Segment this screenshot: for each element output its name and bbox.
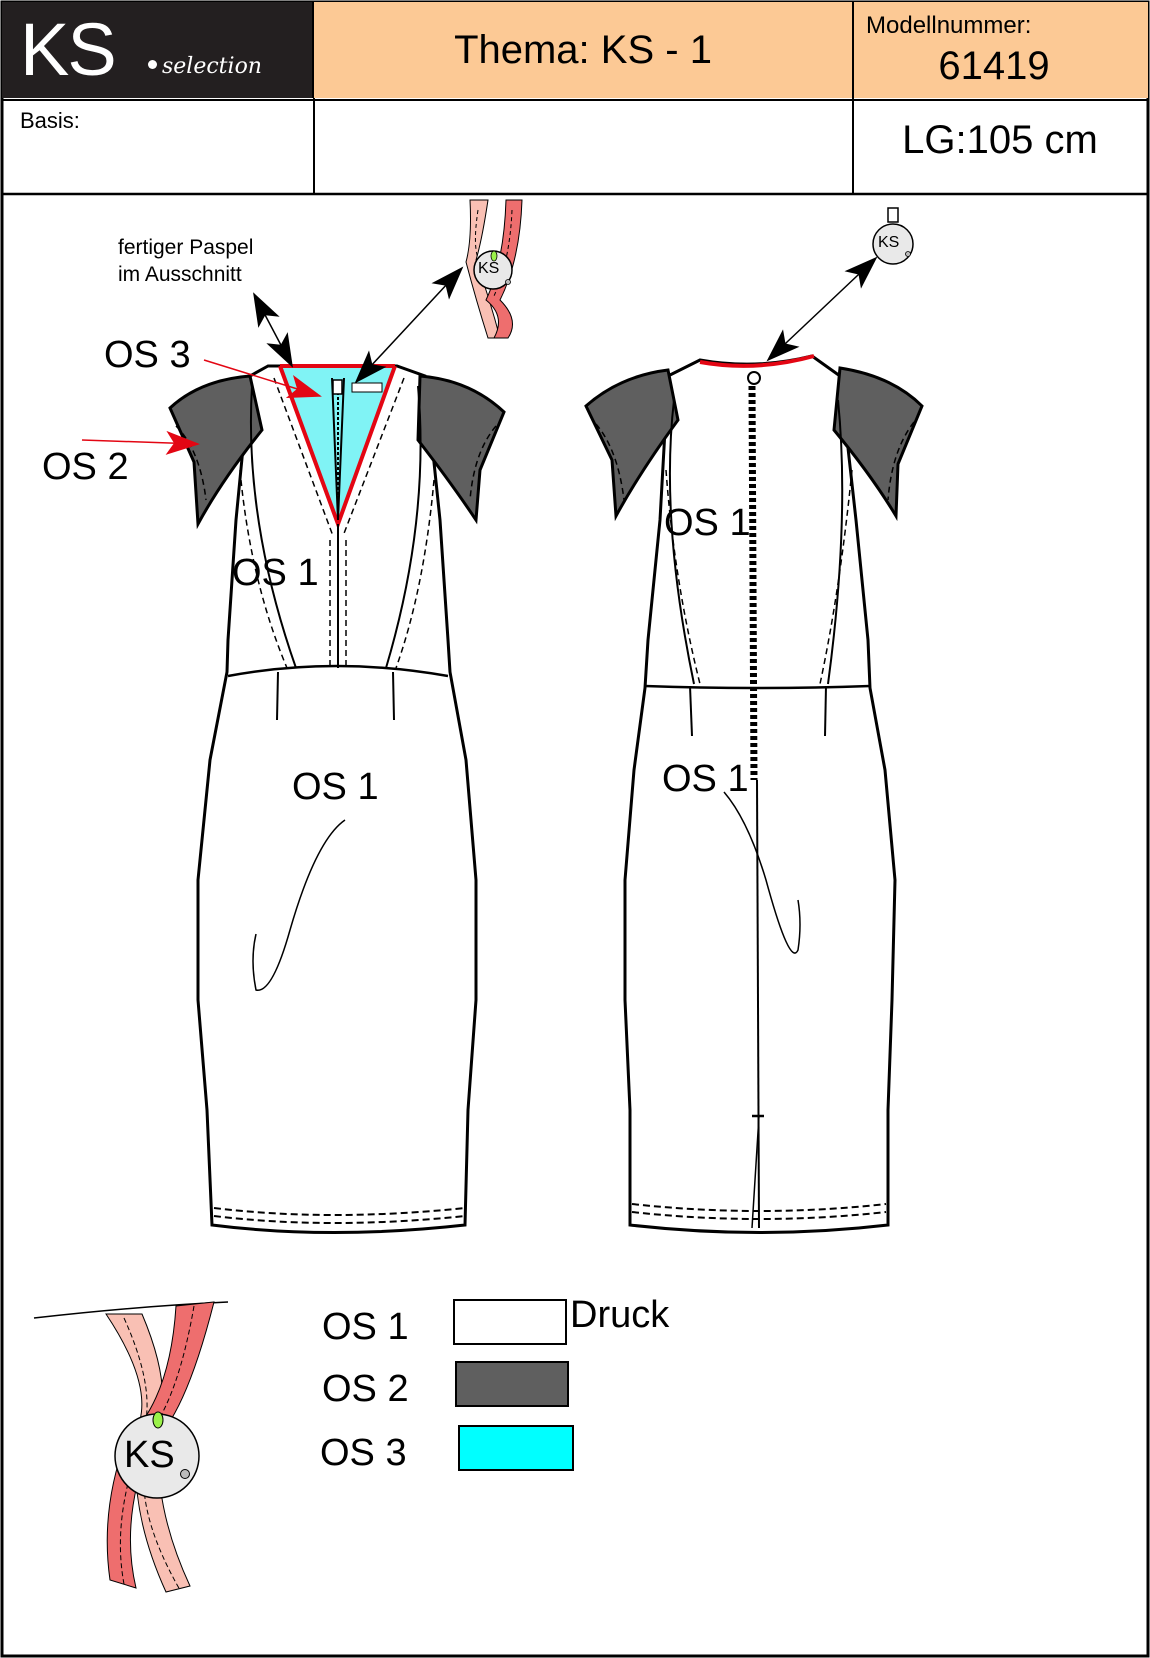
piping-note: fertiger Paspel im Ausschnitt xyxy=(118,234,253,288)
piping-note-line2: im Ausschnitt xyxy=(118,263,242,286)
tag-text-small: KS xyxy=(478,260,500,277)
label-front-os1-bodice: OS 1 xyxy=(232,552,319,594)
label-front-os2: OS 2 xyxy=(42,446,129,488)
legend-label-os3: OS 3 xyxy=(320,1432,407,1474)
front-dress xyxy=(168,364,506,1234)
length-value: LG:105 cm xyxy=(902,118,1098,162)
piping-note-line1: fertiger Paspel xyxy=(118,236,254,259)
model-label: Modellnummer: xyxy=(866,12,1032,39)
swatch-os1 xyxy=(453,1299,567,1345)
brand-logo: KS selection xyxy=(2,2,314,98)
tag-text-large: KS xyxy=(124,1434,175,1476)
logo-selection-text: selection xyxy=(162,54,262,79)
ribbon-tag-large xyxy=(33,1301,229,1593)
tag-text-back: KS xyxy=(878,234,900,251)
legend-note-os1: Druck xyxy=(570,1294,670,1336)
logo-dot xyxy=(148,60,157,69)
theme-title: Thema: KS - 1 xyxy=(314,2,854,98)
ribbon-tag-small xyxy=(465,199,523,339)
back-dress xyxy=(584,354,924,1234)
model-box: Modellnummer: 61419 xyxy=(854,2,1148,98)
label-back-os1-bodice: OS 1 xyxy=(664,502,751,544)
model-number: 61419 xyxy=(938,44,1050,88)
label-front-os3: OS 3 xyxy=(104,334,191,376)
label-back-os1-skirt: OS 1 xyxy=(662,758,749,800)
legend-label-os1: OS 1 xyxy=(322,1306,409,1348)
annotation-arrows xyxy=(81,256,878,455)
legend-swatches xyxy=(453,1299,574,1471)
label-front-os1-skirt: OS 1 xyxy=(292,766,379,808)
swatch-os3 xyxy=(458,1425,574,1471)
swatch-os2 xyxy=(455,1361,569,1407)
round-tag-back xyxy=(872,207,914,265)
basis-label: Basis: xyxy=(20,108,80,133)
logo-ks-text: KS xyxy=(20,8,117,91)
legend-label-os2: OS 2 xyxy=(322,1368,409,1410)
